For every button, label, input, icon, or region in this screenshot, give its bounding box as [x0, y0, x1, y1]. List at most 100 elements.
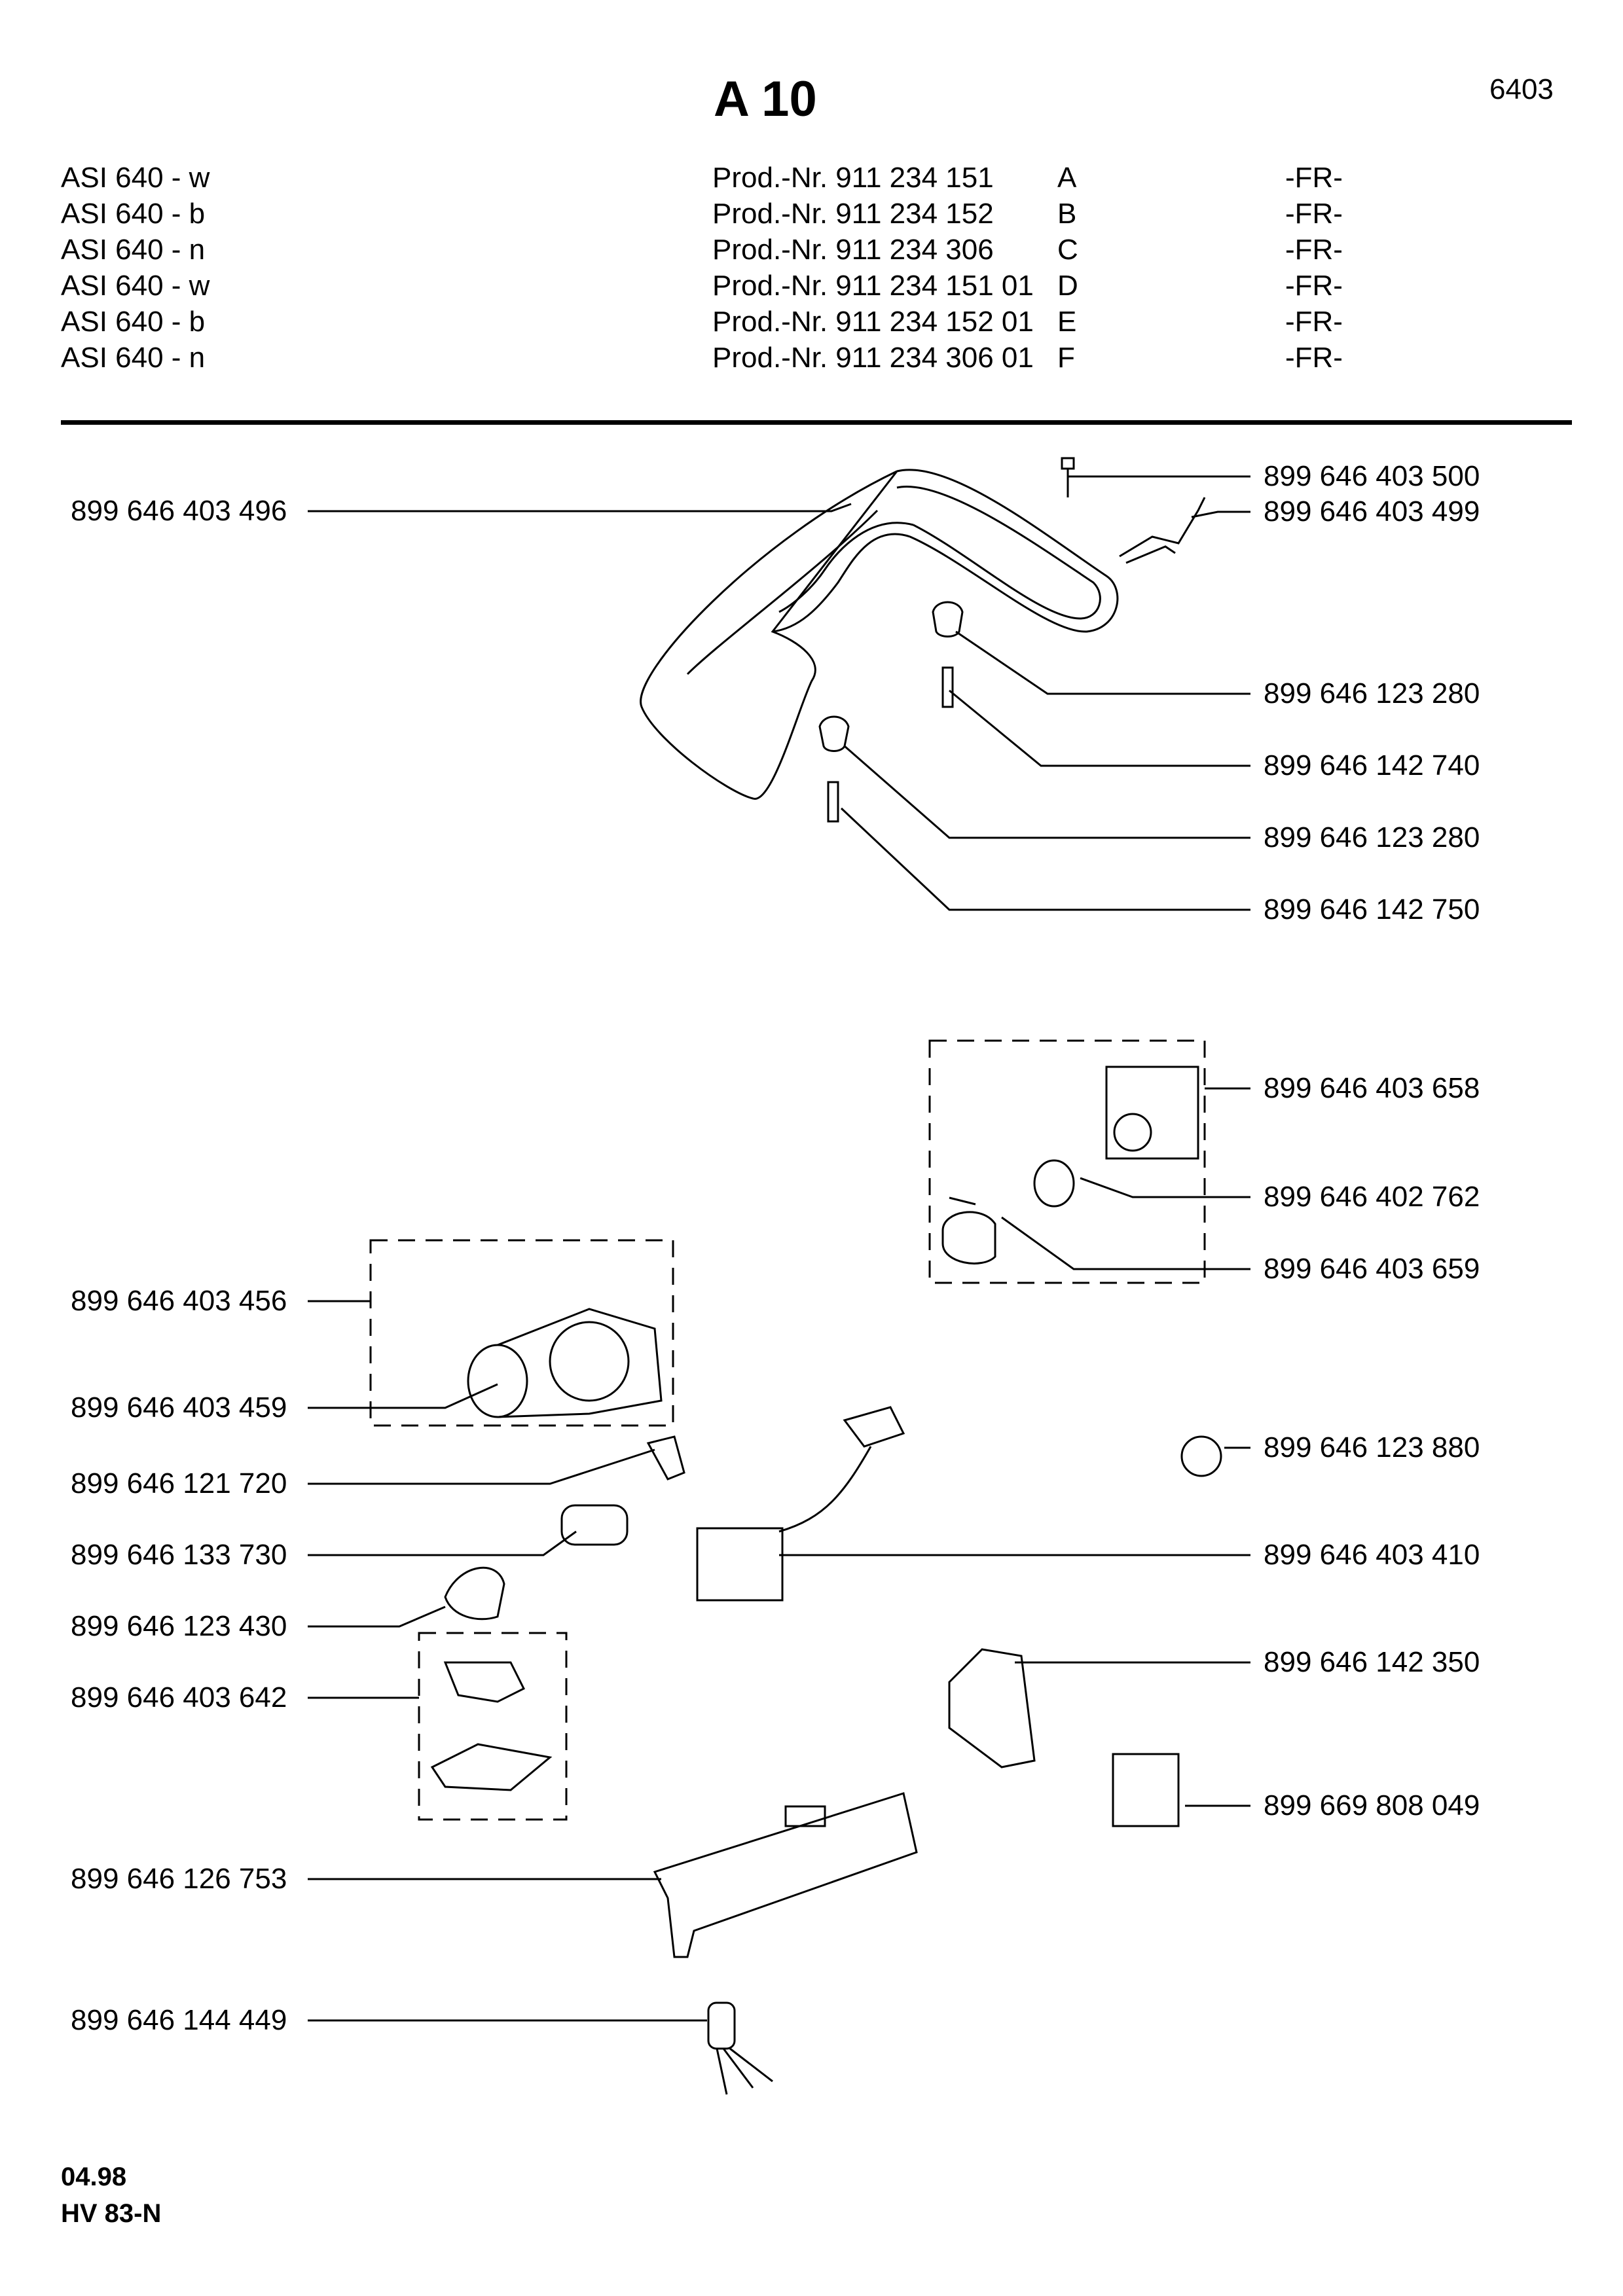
part-number-label: 899 646 123 280 — [1264, 677, 1480, 709]
sheet-number: 6403 — [1489, 73, 1554, 105]
suppressor-sketch — [716, 2047, 773, 2095]
o-ring-sketch — [1033, 1159, 1075, 1208]
part-number-label: 899 646 403 456 — [71, 1285, 287, 1317]
part-number-label: 899 646 403 499 — [1264, 495, 1480, 528]
leader-line — [308, 1448, 655, 1485]
leader-line — [1080, 1177, 1250, 1198]
heating-element-sketch — [640, 469, 1119, 800]
pin-sketch — [827, 781, 839, 823]
part-number-label: 899 646 403 496 — [71, 495, 287, 527]
part-number-label: 899 646 121 720 — [71, 1467, 287, 1499]
model-name: ASI 640 - n — [61, 234, 206, 266]
pressure-switch-assembly-frame — [928, 1039, 1206, 1284]
leader-line — [308, 1383, 498, 1409]
part-number-label: 899 646 403 642 — [71, 1681, 287, 1713]
prod-number: Prod.-Nr. 911 234 151 01 — [712, 270, 1034, 302]
part-sketches — [430, 457, 1222, 2095]
variant-letter: C — [1057, 234, 1078, 266]
country-code: -FR- — [1285, 234, 1343, 266]
leader-line — [1191, 511, 1250, 518]
screw-sketch — [1061, 457, 1075, 497]
pressure-switch-sketch — [1105, 1066, 1199, 1160]
pressure-switch-sketch — [1113, 1113, 1152, 1152]
relay-sketch — [1112, 1753, 1180, 1827]
variant-letter: E — [1057, 306, 1077, 338]
part-number-label: 899 646 142 740 — [1264, 749, 1480, 781]
part-number-label: 899 646 402 762 — [1264, 1181, 1480, 1213]
leader-line — [308, 503, 852, 512]
prod-number: Prod.-Nr. 911 234 151 — [712, 162, 994, 194]
prod-number: Prod.-Nr. 911 234 306 01 — [712, 342, 1034, 374]
heating-element-sketch — [686, 509, 879, 675]
heating-element-sketch — [896, 486, 1101, 620]
model-name: ASI 640 - b — [61, 306, 206, 338]
leader-line — [949, 689, 1250, 767]
part-number-label: 899 646 123 280 — [1264, 821, 1480, 853]
control-board-sketch — [653, 1792, 918, 1958]
part-number-label: 899 646 126 753 — [71, 1863, 287, 1895]
leader-line — [308, 1605, 446, 1628]
variant-list: A B C D E F — [1057, 160, 1078, 376]
country-code: -FR- — [1285, 162, 1343, 194]
power-cord-sketch — [778, 1406, 905, 1533]
plate-sketch — [430, 1743, 553, 1791]
heating-element-sketch — [778, 522, 914, 613]
leader-line — [840, 807, 1250, 911]
model-name: ASI 640 - n — [61, 342, 206, 374]
page-title: A 10 — [714, 71, 817, 127]
model-list: ASI 640 - w ASI 640 - b ASI 640 - n ASI … — [61, 160, 210, 376]
leader-line — [955, 630, 1250, 695]
footer-date: 04.98 — [61, 2162, 127, 2191]
footer: 04.98 HV 83-N — [61, 2159, 161, 2232]
bracket-sketch — [948, 1648, 1036, 1768]
pin-sketch — [941, 666, 954, 708]
prod-number: Prod.-Nr. 911 234 306 — [712, 234, 994, 266]
pump-assembly-frame — [369, 1239, 674, 1427]
country-code: -FR- — [1285, 198, 1343, 230]
grommet-sketch — [818, 715, 850, 752]
part-number-label: 899 646 123 430 — [71, 1610, 287, 1642]
prod-number-list: Prod.-Nr. 911 234 151 Prod.-Nr. 911 234 … — [712, 160, 1034, 376]
model-name: ASI 640 - b — [61, 198, 206, 230]
model-name: ASI 640 - w — [61, 162, 210, 194]
valve-sketch — [941, 1196, 996, 1265]
part-number-label: 899 669 808 049 — [1264, 1789, 1480, 1821]
part-number-label: 899 646 403 500 — [1264, 460, 1480, 492]
variant-letter: F — [1057, 342, 1075, 374]
leader-line — [1001, 1216, 1250, 1270]
leader-line — [308, 1530, 577, 1556]
pump-sketch — [497, 1308, 663, 1418]
capacitor-sketch — [560, 1504, 629, 1546]
header-divider — [61, 420, 1572, 425]
control-board-sketch — [784, 1805, 826, 1827]
suppressor-sketch — [707, 2001, 736, 2050]
part-number-label: 899 646 403 659 — [1264, 1253, 1480, 1285]
part-number-label: 899 646 142 750 — [1264, 893, 1480, 925]
part-number-label: 899 646 133 730 — [71, 1539, 287, 1571]
part-number-label: 899 646 144 449 — [71, 2004, 287, 2036]
level-sensor-sketch — [1180, 1435, 1222, 1477]
country-code: -FR- — [1285, 342, 1343, 374]
part-number-label: 899 646 403 459 — [71, 1391, 287, 1424]
clip-sketch — [646, 1435, 685, 1480]
terminal-block-sketch — [696, 1527, 784, 1602]
country-code: -FR- — [1285, 306, 1343, 338]
leader-lines — [308, 475, 1250, 2022]
footer-code: HV 83-N — [61, 2199, 162, 2228]
assembly-frames — [369, 1039, 1206, 1821]
cap-sketch — [444, 1566, 505, 1621]
sensor-sketch — [443, 1661, 526, 1703]
grommet-sketch — [932, 601, 964, 637]
prod-number: Prod.-Nr. 911 234 152 — [712, 198, 994, 230]
variant-letter: D — [1057, 270, 1078, 302]
bracket-sketch — [1119, 497, 1206, 564]
prod-number: Prod.-Nr. 911 234 152 01 — [712, 306, 1034, 338]
variant-letter: B — [1057, 198, 1077, 230]
country-list: -FR- -FR- -FR- -FR- -FR- -FR- — [1285, 160, 1343, 376]
pump-sketch — [549, 1321, 630, 1402]
country-code: -FR- — [1285, 270, 1343, 302]
part-number-label: 899 646 123 880 — [1264, 1431, 1480, 1463]
model-name: ASI 640 - w — [61, 270, 210, 302]
sensor-assembly-frame — [418, 1632, 568, 1821]
